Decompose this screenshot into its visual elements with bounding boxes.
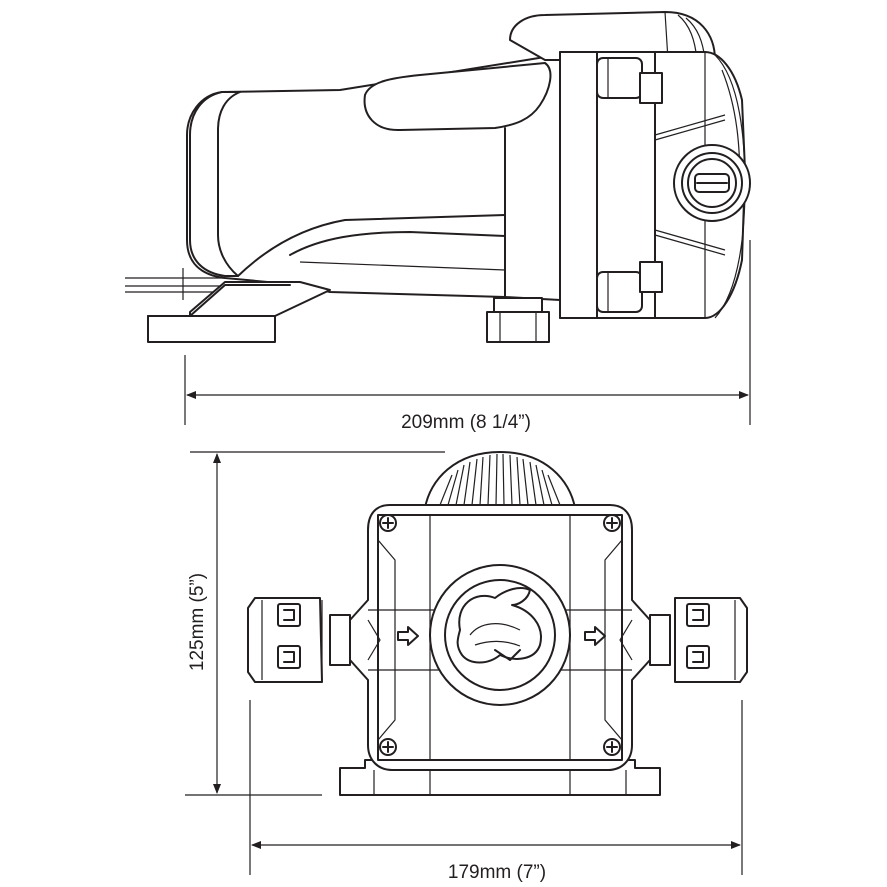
head-bolt: [596, 261, 663, 313]
brand-logo-medallion: [429, 564, 571, 706]
height-dimension-label: 125mm (5”): [187, 573, 208, 671]
pump-front-view: [247, 451, 748, 796]
top-handle: [363, 62, 552, 132]
body-contour-line: [237, 214, 506, 277]
outlet-port: [673, 144, 751, 222]
body-contour-line: [289, 231, 506, 256]
dome-ribs: [439, 453, 561, 506]
corner-screw: [603, 738, 621, 756]
width-dimension: 179mm (7”): [249, 700, 743, 883]
pump-head-flange: [559, 51, 598, 319]
pump-side-view: [125, 11, 751, 343]
flow-arrow-icon: [397, 626, 419, 646]
flow-arrow-icon: [584, 626, 606, 646]
outlet-port: [649, 597, 748, 683]
motor-fan-dome: [424, 451, 576, 509]
corner-screw: [379, 514, 397, 532]
inlet-port: [247, 597, 351, 683]
width-dimension-label: 179mm (7”): [448, 862, 546, 883]
pump-head: [559, 51, 746, 319]
length-dimension: 209mm (8 1/4”): [184, 240, 751, 433]
drain-fitting: [486, 297, 550, 343]
corner-screw: [603, 514, 621, 532]
mounting-foot: [147, 281, 331, 343]
pump-head-top: [509, 11, 716, 61]
height-dimension: 125mm (5”): [185, 451, 445, 796]
corner-screw: [379, 738, 397, 756]
length-dimension-label: 209mm (8 1/4”): [401, 412, 531, 433]
head-bolt: [596, 57, 663, 104]
